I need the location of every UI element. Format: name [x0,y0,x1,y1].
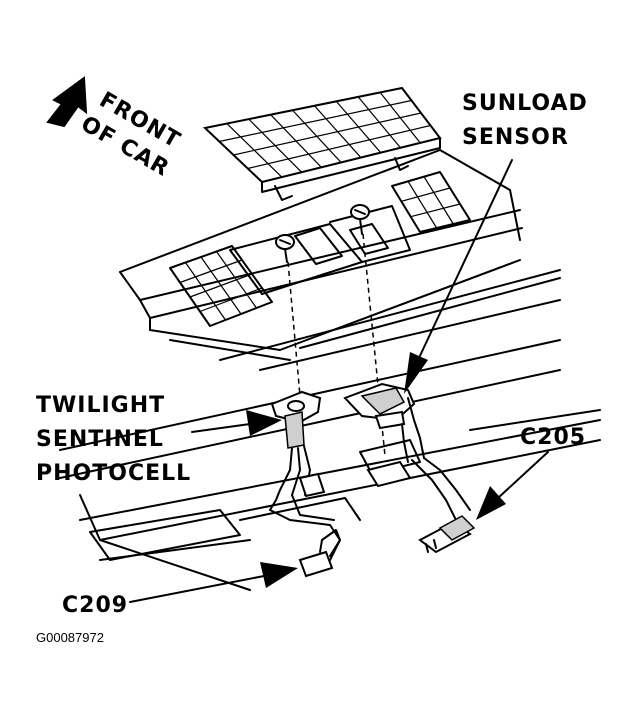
twilight-leader-arrow [191,410,282,436]
c209-leader-arrow [129,562,298,603]
figure-id: G00087972 [36,630,104,645]
front-of-car-label: FRONT OF CAR [77,88,185,182]
twilight-photocell-part [269,390,341,561]
dash-panel [119,149,561,371]
c209-connector-part [298,529,341,578]
c205-label: C205 [520,425,586,450]
sunload-label-line1: SUNLOAD [462,91,588,116]
c209-label: C209 [62,593,128,618]
sunload-label-line2: SENSOR [462,125,569,150]
top-grille [202,86,442,201]
sunload-sensor-part [343,382,471,519]
mounting-screws [275,204,386,457]
twilight-label-line2: SENTINEL [36,427,164,452]
front-direction-arrow [46,76,88,128]
twilight-label-line3: PHOTOCELL [36,461,191,486]
twilight-label-line1: TWILIGHT [36,393,165,418]
sunload-leader-arrow [404,159,513,394]
c205-connector-part [418,515,476,554]
c205-leader-arrow [476,451,549,520]
